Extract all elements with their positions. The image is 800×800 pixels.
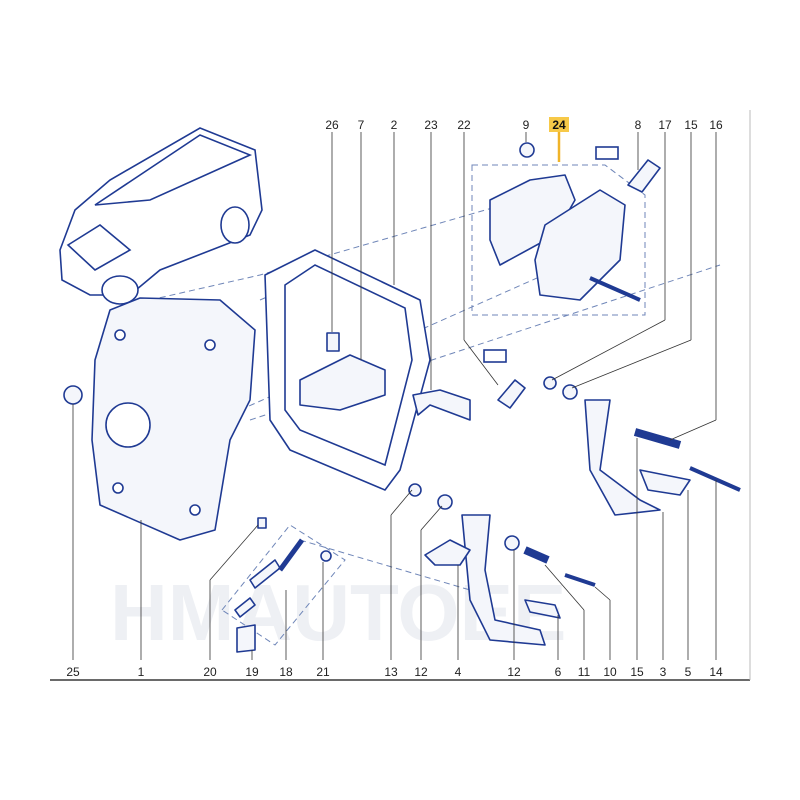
callout-7: 7 (358, 118, 365, 132)
clutch-pedal (584, 399, 661, 516)
bushing-12 (437, 494, 453, 510)
bulkhead-plate (91, 297, 256, 541)
callout-22: 22 (457, 118, 471, 132)
bracket-group-outline (471, 164, 646, 316)
callout-6: 6 (555, 665, 562, 679)
pedal-arm-4 (424, 539, 471, 566)
callout-12b: 12 (507, 665, 521, 679)
callout-8: 8 (635, 118, 642, 132)
nut (63, 385, 83, 405)
top-callouts: 26 7 2 23 22 9 24 8 17 15 16 (325, 117, 723, 441)
stud (326, 332, 340, 352)
bushing-15 (562, 384, 578, 400)
callout-17: 17 (658, 118, 672, 132)
callout-1: 1 (138, 665, 145, 679)
bushing-17 (543, 376, 557, 390)
callout-19: 19 (245, 665, 259, 679)
stop-switch (497, 379, 526, 409)
switch-seal-8 (595, 146, 619, 160)
support-bracket (299, 354, 386, 411)
callout-15-bottom: 15 (630, 665, 644, 679)
bracket-23 (412, 389, 471, 421)
callout-9: 9 (523, 118, 530, 132)
pedal-pad-3 (639, 469, 691, 496)
callout-14: 14 (709, 665, 723, 679)
van-illustration (59, 127, 263, 305)
pedal-bracket-right (534, 189, 626, 301)
callout-15-top: 15 (684, 118, 698, 132)
bushing-13 (408, 483, 422, 497)
pin-20 (257, 517, 267, 529)
callout-20: 20 (203, 665, 217, 679)
callout-13: 13 (384, 665, 398, 679)
bushing-12b (504, 535, 520, 551)
bottom-callouts: 25 1 20 19 18 21 13 12 4 12 6 11 10 15 3… (66, 404, 723, 679)
switch-8 (627, 159, 661, 193)
spring-group-outline (221, 524, 346, 646)
callout-24: 24 (552, 118, 566, 132)
callout-2: 2 (391, 118, 398, 132)
brake-pedal (461, 514, 546, 646)
callout-10: 10 (603, 665, 617, 679)
callout-26: 26 (325, 118, 339, 132)
watermark: HMAUTOEE (110, 568, 566, 657)
callout-21: 21 (316, 665, 330, 679)
callout-24-highlight (549, 117, 569, 132)
callout-5: 5 (685, 665, 692, 679)
callout-4: 4 (455, 665, 462, 679)
clip-21 (320, 550, 332, 562)
callout-18: 18 (279, 665, 293, 679)
switch-seal (483, 349, 507, 363)
callout-3: 3 (660, 665, 667, 679)
callout-25: 25 (66, 665, 80, 679)
bushing-9 (519, 142, 535, 158)
callout-16: 16 (709, 118, 723, 132)
assembly-leader-lines (149, 199, 721, 591)
spring-19 (236, 624, 256, 653)
callout-11: 11 (578, 665, 591, 679)
pedal-pad-6 (524, 599, 561, 619)
callout-12a: 12 (414, 665, 428, 679)
callout-23: 23 (424, 118, 438, 132)
spring-seat (234, 597, 256, 618)
